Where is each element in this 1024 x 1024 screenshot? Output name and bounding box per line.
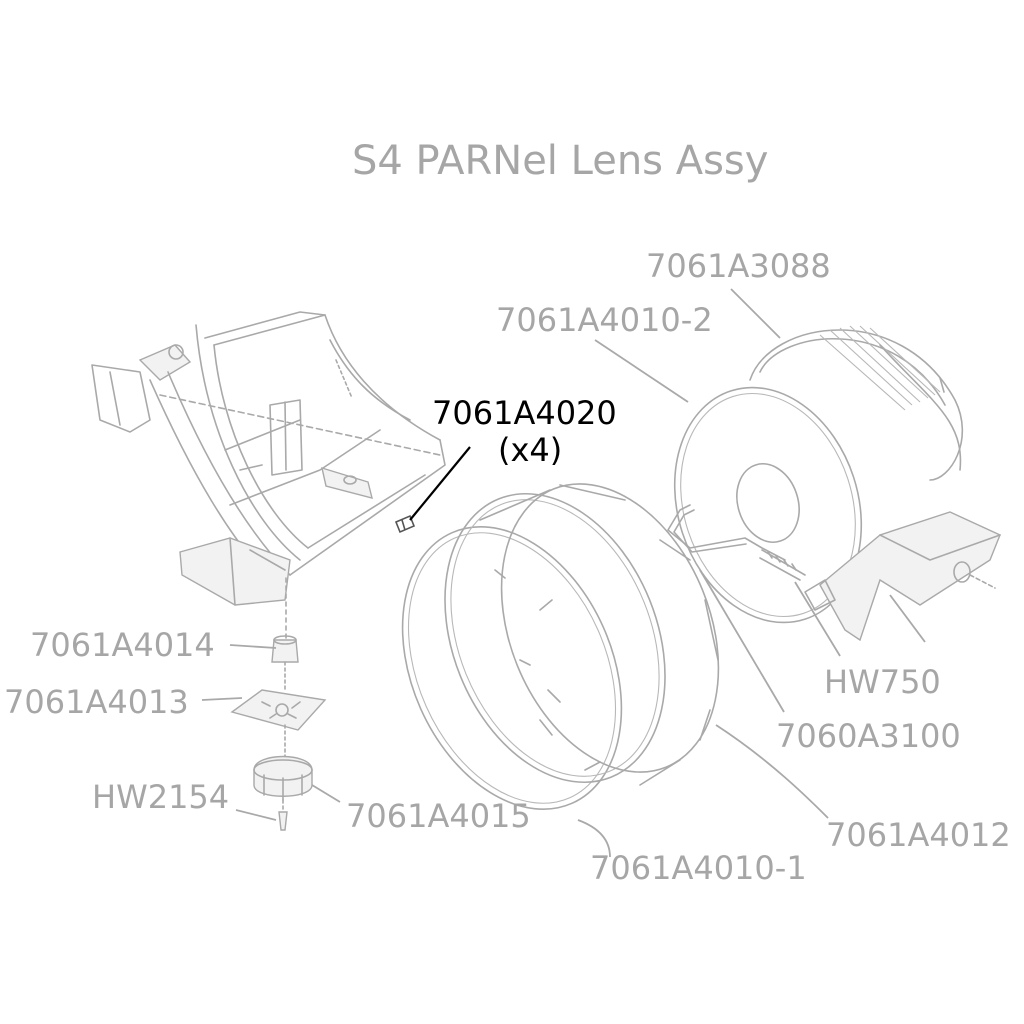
lens-ring-front (401, 526, 623, 810)
diagram-title: S4 PARNel Lens Assy (352, 138, 769, 184)
label-hw2154: HW2154 (92, 778, 230, 816)
label-hw750: HW750 (824, 663, 941, 701)
bracket (804, 511, 1001, 642)
spring-clip-part (394, 514, 416, 534)
lens-holder-ring (444, 483, 720, 786)
label-7061a4014: 7061A4014 (30, 626, 215, 664)
leader-lines (201, 288, 926, 858)
label-7060a3100: 7060A3100 (776, 717, 961, 755)
label-7061a4013: 7061A4013 (4, 683, 189, 721)
label-7061a4010-2: 7061A4010-2 (496, 301, 713, 339)
label-7061a4015: 7061A4015 (346, 797, 531, 835)
mount-stack (230, 635, 327, 831)
lens-disc (673, 386, 863, 624)
reflector (749, 325, 964, 481)
label-7061a4010-1: 7061A4010-1 (590, 849, 807, 887)
label-7061a4012: 7061A4012 (826, 816, 1011, 854)
fixture-housing (91, 311, 446, 641)
label-7061a4020-qty: (x4) (498, 431, 563, 469)
wire-bail (667, 504, 806, 581)
label-7061a3088: 7061A3088 (646, 247, 831, 285)
label-7061a4020: 7061A4020 (432, 394, 617, 432)
